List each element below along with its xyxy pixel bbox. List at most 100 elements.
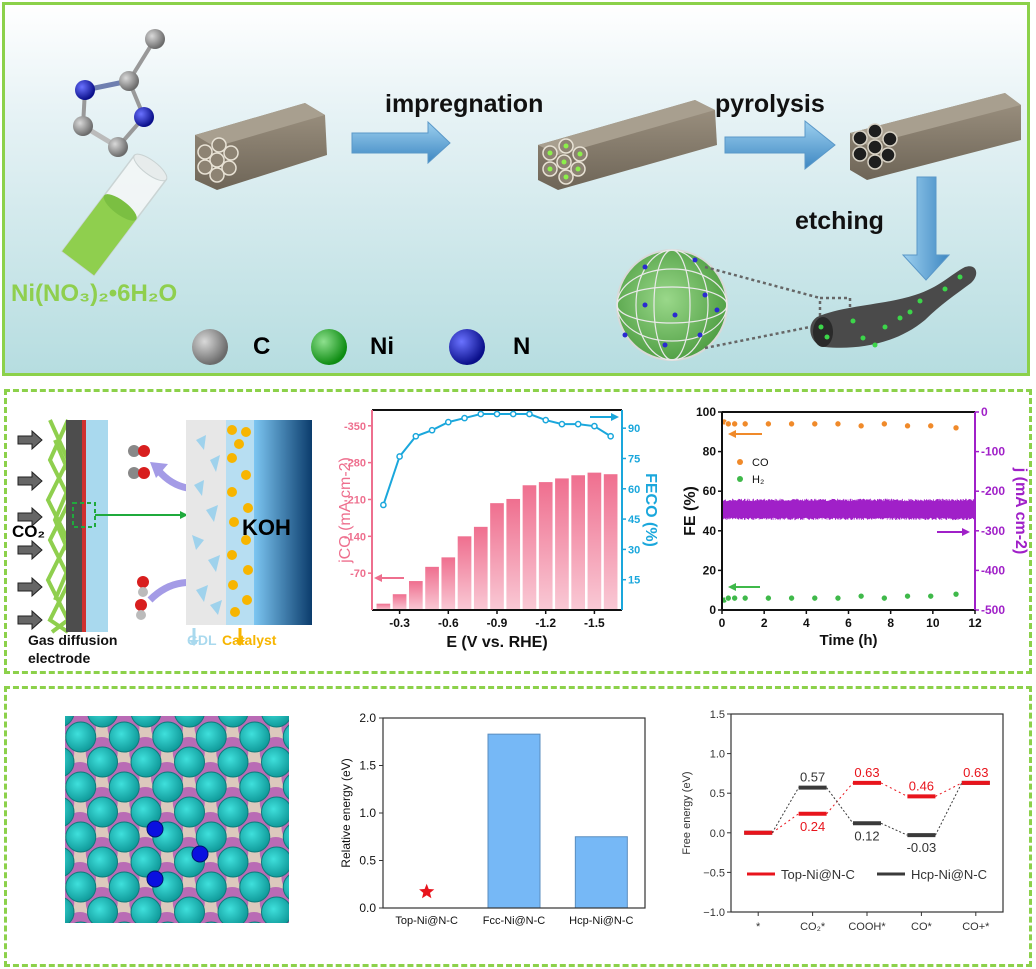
fe-co-point <box>397 454 402 459</box>
stability-chart: 0204060801000-100-200-300-400-5000246810… <box>660 395 1030 670</box>
co-fe-point <box>732 421 738 427</box>
h2-fe-point <box>732 595 738 601</box>
top-energy-label: 0.24 <box>800 819 825 834</box>
top-energy-label: 0.46 <box>909 778 934 793</box>
h2-fe-point <box>742 595 748 601</box>
co-fe-point <box>928 423 934 429</box>
legend-marker-co <box>737 459 743 465</box>
x-tick-label: 0 <box>719 616 726 630</box>
fe-co-point <box>429 428 434 433</box>
x-tick-label: 12 <box>968 616 982 630</box>
co-axis-arrowhead-icon <box>728 430 736 438</box>
nickel-atom <box>218 747 248 777</box>
jco-bar <box>393 594 407 610</box>
co-fe-point <box>905 423 911 429</box>
nickel-atom <box>88 747 118 777</box>
x-axis-title: Time (h) <box>819 632 877 649</box>
y-tick-label: 0.5 <box>359 854 376 868</box>
nickel-atom <box>196 722 226 752</box>
nickel-atom <box>240 772 270 802</box>
koh-label: KOH <box>242 515 291 541</box>
connector-line <box>827 783 853 814</box>
h2-fe-point <box>812 595 818 601</box>
connector-line <box>935 783 961 835</box>
ni-n-c-fiber-icon <box>810 266 976 348</box>
catalyst-label: Catalyst <box>222 632 276 648</box>
fe-co-point <box>576 422 581 427</box>
nickel-atom <box>66 722 96 752</box>
h2-fe-point <box>881 595 887 601</box>
carbonized-template-rod-icon <box>850 93 1021 180</box>
connector-line <box>827 788 853 824</box>
nickel-atom <box>240 872 270 902</box>
energy-bar <box>488 734 540 908</box>
y-tick-label: −1.0 <box>703 907 725 919</box>
nickel-atom <box>218 797 248 827</box>
x-tick-label: * <box>756 921 761 933</box>
step-label-pyrolysis: pyrolysis <box>715 90 825 119</box>
nickel-atom <box>109 772 139 802</box>
x-tick-label: CO* <box>911 921 933 933</box>
left-axis-arrowhead-icon <box>374 574 382 582</box>
x-tick-label: -1.2 <box>535 616 556 630</box>
nickel-atom <box>175 897 205 923</box>
nickel-atom <box>66 772 96 802</box>
co-fe-point <box>858 423 864 429</box>
step-label-etching: etching <box>795 207 884 236</box>
right-y-axis-title: j (mA cm-2) <box>1012 467 1029 555</box>
h2-fe-point <box>765 595 771 601</box>
silica-template-rod-icon <box>195 103 327 190</box>
h2-fe-point <box>789 595 795 601</box>
co-fe-point <box>742 421 748 427</box>
step-label-impregnation: impregnation <box>385 90 543 119</box>
jco-bar <box>409 581 423 610</box>
star-marker-icon <box>419 884 434 899</box>
y-tick-label: 0.0 <box>710 828 725 840</box>
nickel-atom <box>196 872 226 902</box>
fe-co-point <box>543 418 548 423</box>
fe-co-point <box>413 434 418 439</box>
x-tick-label: Fcc-Ni@N-C <box>483 915 546 927</box>
current-density-core <box>722 505 975 515</box>
co-fe-point <box>765 421 771 427</box>
nitrogen-dopant-atom <box>192 846 208 862</box>
connector-line <box>772 814 798 833</box>
x-tick-label: 6 <box>845 616 852 630</box>
h2-fe-point <box>905 593 911 599</box>
h2-fe-point <box>725 595 731 601</box>
jco-bar <box>539 482 553 610</box>
top-energy-label: 0.63 <box>963 765 988 780</box>
plot-frame <box>731 714 1003 912</box>
impregnation-arrow-icon <box>352 122 450 163</box>
nickel-atom <box>218 847 248 877</box>
jco-bar <box>474 527 488 610</box>
y-tick-label: 0.5 <box>710 788 725 800</box>
x-tick-label: -0.9 <box>487 616 508 630</box>
free-energy-chart: 0.240.630.460.630.570.12-0.031.51.00.50.… <box>670 700 1030 962</box>
nickel-atom <box>66 822 96 852</box>
right-y-tick-label: 30 <box>628 544 640 556</box>
precursor-label: Ni(NO₃)₂•6H₂O <box>11 280 177 308</box>
right-y-tick-label: 75 <box>628 453 640 465</box>
fe-co-point <box>478 411 483 416</box>
co-fe-point <box>789 421 795 427</box>
right-y-tick-label: -500 <box>981 603 1005 617</box>
y-tick-label: 80 <box>703 445 717 459</box>
jco-bar <box>506 499 520 610</box>
right-y-tick-label: 60 <box>628 484 640 496</box>
nickel-atom <box>218 897 248 923</box>
jco-bar <box>523 485 537 610</box>
co-fe-point <box>725 421 731 427</box>
nickel-atom <box>88 897 118 923</box>
left-y-axis-title: jCO (mA cm-2) <box>337 457 354 564</box>
y-tick-label: 2.0 <box>359 711 376 725</box>
y-tick-label: 1.5 <box>359 759 376 773</box>
h2-fe-point <box>835 595 841 601</box>
hcp-energy-label: 0.57 <box>800 770 825 785</box>
fe-co-point <box>381 502 386 507</box>
right-y-tick-label: 90 <box>628 423 640 435</box>
h2-axis-arrowhead-icon <box>728 583 736 591</box>
fe-co-point <box>559 422 564 427</box>
connector-line <box>772 788 798 833</box>
h2-fe-point <box>858 593 864 599</box>
